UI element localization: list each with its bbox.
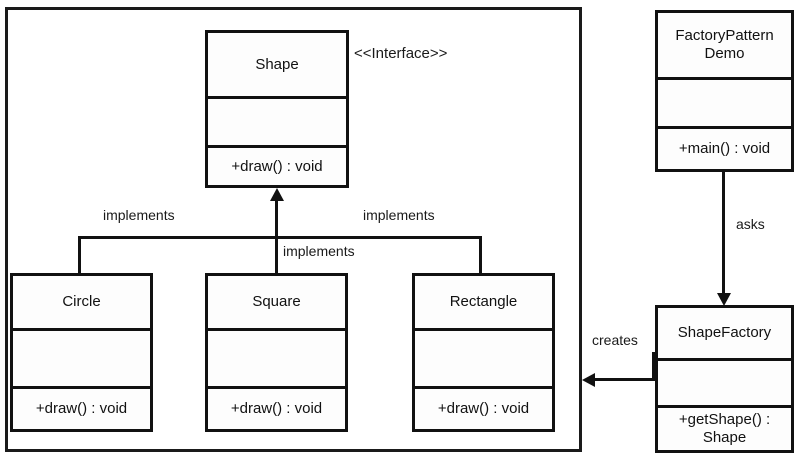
class-name-rectangle: Rectangle bbox=[449, 293, 518, 310]
class-operations-square: +draw() : void bbox=[208, 386, 345, 429]
implements-horizontal-bar bbox=[78, 236, 482, 239]
class-name-line-1: FactoryPattern bbox=[675, 27, 774, 44]
stereotype-interface-label: <<Interface>> bbox=[354, 45, 448, 62]
creates-connector-line bbox=[595, 378, 655, 381]
implements-riser-to-shape bbox=[275, 200, 278, 238]
class-box-factory-pattern-demo[interactable]: FactoryPattern Demo +main() : void bbox=[655, 10, 794, 172]
implements-arrowhead-shape bbox=[270, 188, 284, 201]
shape-hierarchy-frame bbox=[5, 7, 582, 452]
class-name-shape-factory: ShapeFactory bbox=[677, 324, 772, 341]
class-attributes-factory-pattern-demo bbox=[658, 77, 791, 126]
class-attributes-square bbox=[208, 328, 345, 386]
asks-connector-line bbox=[722, 172, 725, 293]
class-box-shape[interactable]: Shape +draw() : void bbox=[205, 30, 349, 188]
implements-drop-circle bbox=[78, 236, 81, 274]
class-box-square[interactable]: Square +draw() : void bbox=[205, 273, 348, 432]
implements-drop-rectangle bbox=[479, 236, 482, 274]
class-box-rectangle[interactable]: Rectangle +draw() : void bbox=[412, 273, 555, 432]
class-operations-factory-pattern-demo: +main() : void bbox=[658, 126, 791, 169]
class-attributes-circle bbox=[13, 328, 150, 386]
label-implements-center: implements bbox=[281, 243, 357, 259]
class-operations-rectangle: +draw() : void bbox=[415, 386, 552, 429]
class-attributes-shape bbox=[208, 96, 346, 145]
class-operations-shape: +draw() : void bbox=[208, 145, 346, 185]
asks-arrowhead bbox=[717, 293, 731, 306]
creates-arrowhead bbox=[582, 373, 595, 387]
class-name-circle: Circle bbox=[62, 293, 101, 310]
implements-drop-square bbox=[275, 236, 278, 274]
class-attributes-rectangle bbox=[415, 328, 552, 386]
class-operations-line-2: Shape bbox=[702, 429, 747, 446]
class-box-shape-factory[interactable]: ShapeFactory +getShape() : Shape bbox=[655, 305, 794, 453]
label-asks: asks bbox=[734, 216, 767, 232]
class-name-line-2: Demo bbox=[704, 45, 745, 62]
class-attributes-shape-factory bbox=[658, 358, 791, 405]
class-box-circle[interactable]: Circle +draw() : void bbox=[10, 273, 153, 432]
class-operations-line-1: +getShape() : bbox=[678, 411, 771, 428]
class-operations-circle: +draw() : void bbox=[13, 386, 150, 429]
label-implements-right: implements bbox=[361, 207, 437, 223]
class-name-square: Square bbox=[252, 293, 301, 310]
label-implements-left: implements bbox=[101, 207, 177, 223]
class-name-shape: Shape bbox=[255, 55, 299, 73]
label-creates: creates bbox=[590, 332, 640, 348]
class-name-factory-pattern-demo: FactoryPattern Demo bbox=[658, 13, 791, 77]
creates-connector-stub bbox=[652, 352, 655, 381]
class-operations-shape-factory: +getShape() : Shape bbox=[658, 405, 791, 450]
